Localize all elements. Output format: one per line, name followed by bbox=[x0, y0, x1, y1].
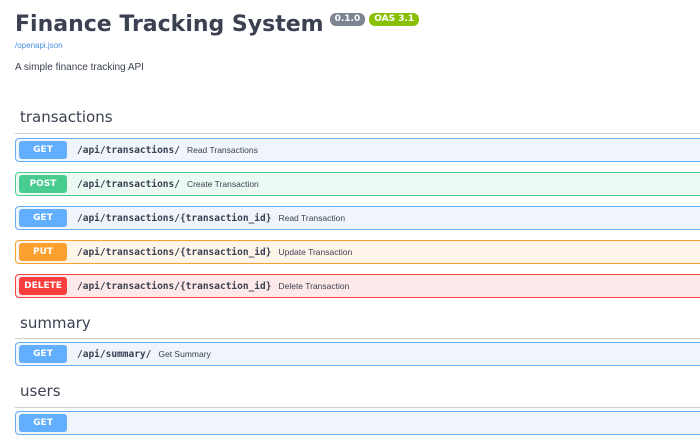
tag-transactions[interactable]: transactions bbox=[20, 108, 113, 126]
op-post-transactions[interactable]: POST /api/transactions/ Create Transacti… bbox=[15, 172, 700, 196]
op-get-transactions[interactable]: GET /api/transactions/ Read Transactions bbox=[15, 138, 700, 162]
op-summary: Create Transaction bbox=[186, 179, 259, 189]
op-summary: Read Transactions bbox=[186, 145, 258, 155]
title-row: Finance Tracking System 0.1.0 OAS 3.1 bbox=[15, 10, 420, 40]
section-divider bbox=[15, 338, 700, 339]
swagger-page: Finance Tracking System 0.1.0 OAS 3.1 /o… bbox=[15, 10, 700, 435]
method-badge: POST bbox=[19, 175, 67, 193]
op-delete-transaction[interactable]: DELETE /api/transactions/{transaction_id… bbox=[15, 274, 700, 298]
op-get-users[interactable]: GET bbox=[15, 411, 700, 435]
section-divider bbox=[15, 133, 700, 134]
op-put-transaction[interactable]: PUT /api/transactions/{transaction_id} U… bbox=[15, 240, 700, 264]
method-badge: GET bbox=[19, 345, 67, 363]
oas-badge: OAS 3.1 bbox=[369, 13, 420, 26]
tag-users[interactable]: users bbox=[20, 382, 61, 400]
op-path: /api/transactions/ bbox=[77, 144, 180, 156]
method-badge: GET bbox=[19, 141, 67, 159]
openapi-spec-link[interactable]: /openapi.json bbox=[15, 41, 63, 50]
op-summary: Delete Transaction bbox=[278, 281, 350, 291]
op-path: /api/transactions/{transaction_id} bbox=[77, 246, 272, 258]
method-badge: GET bbox=[19, 209, 67, 227]
method-badge: DELETE bbox=[19, 277, 67, 295]
version-badge: 0.1.0 bbox=[329, 13, 366, 26]
method-badge: GET bbox=[19, 414, 67, 432]
api-info: Finance Tracking System 0.1.0 OAS 3.1 /o… bbox=[15, 10, 420, 73]
section-divider bbox=[15, 407, 700, 408]
op-path: /api/summary/ bbox=[77, 348, 152, 360]
op-summary: Get Summary bbox=[158, 349, 211, 359]
op-summary: Read Transaction bbox=[278, 213, 346, 223]
method-badge: PUT bbox=[19, 243, 67, 261]
op-get-summary[interactable]: GET /api/summary/ Get Summary bbox=[15, 342, 700, 366]
op-summary: Update Transaction bbox=[278, 247, 353, 257]
op-path: /api/transactions/{transaction_id} bbox=[77, 212, 272, 224]
tag-summary[interactable]: summary bbox=[20, 314, 91, 332]
op-path: /api/transactions/ bbox=[77, 178, 180, 190]
op-get-transaction[interactable]: GET /api/transactions/{transaction_id} R… bbox=[15, 206, 700, 230]
api-description: A simple finance tracking API bbox=[15, 62, 144, 73]
api-title: Finance Tracking System bbox=[15, 12, 324, 37]
op-path: /api/transactions/{transaction_id} bbox=[77, 280, 272, 292]
